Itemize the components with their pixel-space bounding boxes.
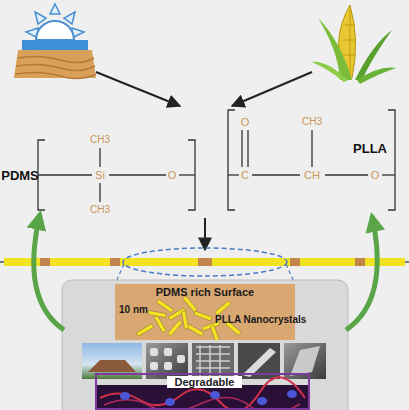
- atom-label: O: [371, 170, 380, 181]
- detail-panel: [62, 280, 348, 410]
- atom-label: CH3: [90, 205, 110, 215]
- return-arrow: [34, 214, 64, 330]
- sand-icon: [14, 4, 96, 79]
- source-arrow: [96, 72, 180, 106]
- surface-fill: [115, 284, 295, 340]
- copolymer-bar: [4, 258, 405, 266]
- synthesis-arrow: [204, 218, 206, 250]
- corn-icon: [312, 5, 396, 84]
- atom-label: CH3: [90, 135, 110, 145]
- degradable-box: Degradable: [95, 373, 310, 410]
- atom-label: CH: [304, 170, 320, 181]
- polymer-name: PLLA: [353, 142, 387, 155]
- atom-label: CH3: [302, 117, 322, 127]
- atom-label: C: [241, 170, 249, 181]
- source-arrow: [232, 72, 312, 106]
- node-heading: PDMS rich Surface: [115, 286, 295, 298]
- node-text: 10 nm: [119, 304, 159, 315]
- atom-label: O: [241, 117, 250, 128]
- node-heading: Degradable: [167, 376, 242, 388]
- surface-box: PDMS rich Surface 10 nm PLLA Nanocrystals: [115, 284, 295, 340]
- atom-label: O: [168, 170, 177, 181]
- atom-label: Si: [95, 170, 105, 181]
- node-text: PLLA Nanocrystals: [215, 314, 293, 325]
- zoom-ellipse: [123, 248, 287, 276]
- return-arrow: [346, 216, 377, 330]
- pdms-structure: [38, 140, 195, 210]
- plla-structure: [228, 110, 395, 210]
- polymer-name: PDMS: [1, 169, 39, 182]
